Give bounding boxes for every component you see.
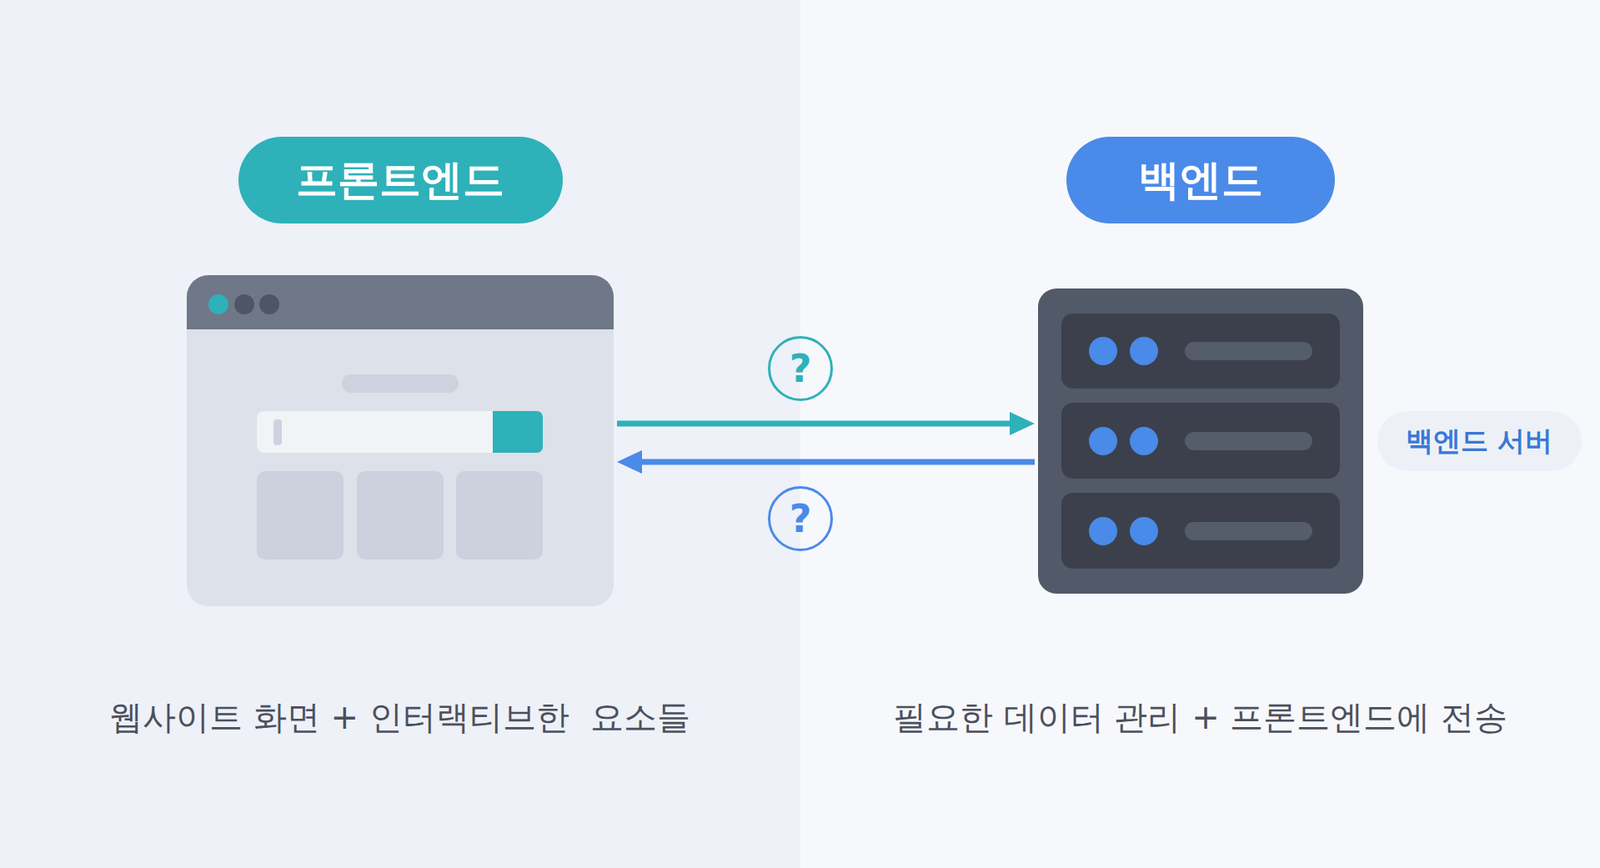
backend-heading: 백엔드 (1066, 136, 1335, 224)
server-light (1088, 336, 1118, 366)
search-button-fill (492, 411, 503, 453)
window-dot (259, 294, 280, 315)
frontend-description: 웹사이트 화면 + 인터랙티브한 요소들 (109, 696, 691, 738)
backend-description: 필요한 데이터 관리 + 프론트엔드에 전송 (892, 696, 1508, 738)
connector-group (616, 450, 1035, 474)
server-slot (1061, 492, 1340, 569)
server-slot (1061, 402, 1340, 479)
server-light (1088, 516, 1118, 546)
arrow-head (616, 450, 643, 474)
server-light (1088, 426, 1118, 456)
connector-arrow (616, 421, 1012, 427)
question-mark: ? (767, 336, 833, 402)
search-box (256, 411, 543, 453)
server-light (1129, 336, 1159, 366)
text-cursor (273, 419, 282, 446)
frontend-heading: 프론트엔드 (238, 136, 563, 224)
server-bar (1184, 341, 1313, 361)
server-node: 백엔드필요한 데이터 관리 + 프론트엔드에 전송 (1038, 288, 1364, 594)
server-bar (1184, 521, 1313, 541)
placeholder-bar (341, 374, 459, 393)
connector-arrow (640, 459, 1035, 466)
server-light (1129, 516, 1159, 546)
server-tag-text: 백엔드 서버 (1405, 424, 1554, 458)
arrow-head (1009, 411, 1035, 436)
window-dot (234, 294, 255, 315)
search-button (492, 411, 543, 453)
left-background (0, 0, 801, 868)
server-tag: 백엔드 서버 (1377, 411, 1582, 472)
title-bar (186, 275, 614, 330)
content-card (456, 471, 543, 560)
window-body (186, 275, 614, 607)
browser-window (186, 275, 614, 607)
connector-group (616, 411, 1035, 436)
content-card (256, 471, 344, 560)
browser-window-node: 프론트엔드웹사이트 화면 + 인터랙티브한 요소들 (186, 275, 614, 607)
content-card (356, 471, 444, 560)
server-slot (1061, 313, 1340, 389)
server-body (1038, 288, 1364, 594)
window-dot (208, 294, 229, 315)
server-rack (1038, 288, 1364, 594)
question-mark: ? (767, 486, 833, 552)
right-background (800, 0, 1600, 868)
server-light (1129, 426, 1159, 456)
server-bar (1184, 431, 1313, 451)
